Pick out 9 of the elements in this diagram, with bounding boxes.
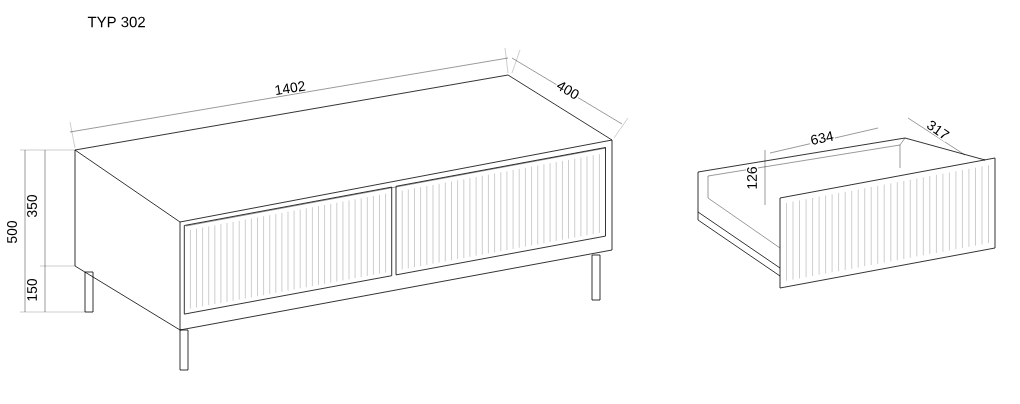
dimension-label: 350	[26, 193, 38, 219]
title: TYP 302	[87, 16, 145, 28]
dimension-label: 126	[746, 165, 758, 191]
dimension-label: 500	[6, 219, 18, 245]
dimension-label: 634	[808, 129, 836, 147]
dimension-label: 317	[924, 117, 952, 143]
dimension-label: 150	[26, 277, 38, 303]
dimension-label: 400	[554, 78, 582, 102]
dimension-label: 1402	[272, 79, 308, 97]
